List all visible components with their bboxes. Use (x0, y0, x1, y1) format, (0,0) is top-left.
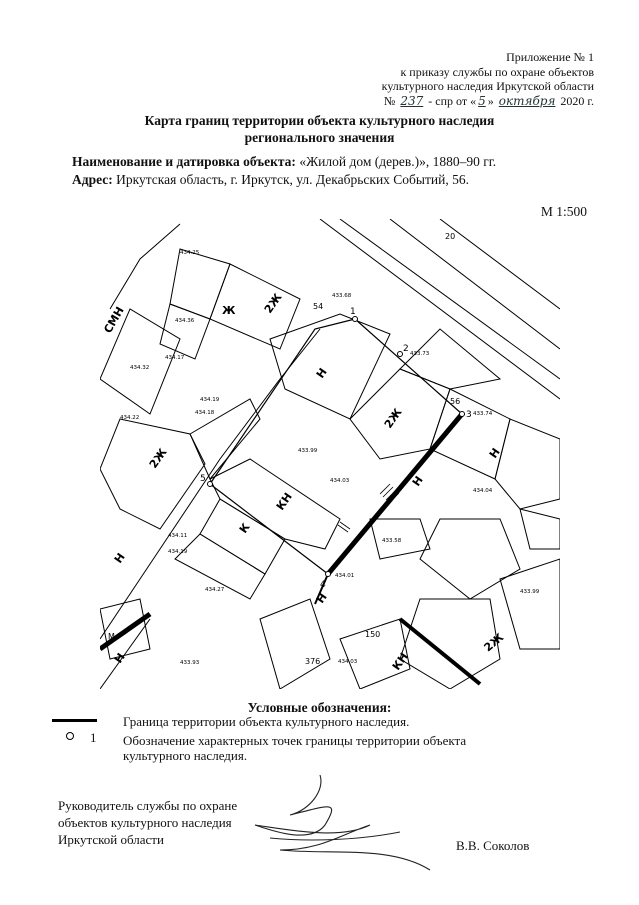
document-title: Карта границ территории объекта культурн… (0, 112, 639, 146)
legend-item-boundary: Граница территории объекта культурного н… (123, 714, 410, 729)
order-num-prefix: № (383, 93, 396, 108)
appendix-line1: Приложение № 1 (506, 50, 594, 64)
object-name-row: Наименование и датировка объекта: «Жилой… (72, 153, 592, 171)
object-address-row: Адрес: Иркутская область, г. Иркутск, ул… (72, 171, 592, 189)
appendix-header: Приложение № 1 к приказу службы по охран… (334, 50, 594, 108)
elev-10: 433.58 (382, 538, 402, 544)
signatory-name: В.В. Соколов (456, 838, 530, 853)
title-line1: Карта границ территории объекта культурн… (144, 113, 495, 128)
street-label-20: 20 (445, 232, 455, 241)
handwritten-signature (254, 774, 431, 871)
signatory-title: Руководитель службы по охране объектов к… (58, 798, 238, 847)
legend-title: Условные обозначения: (247, 700, 392, 715)
point-label-5: 5 (200, 474, 206, 484)
elev-21: 433.99 (520, 589, 540, 595)
order-month: октября (498, 93, 556, 108)
map-scale: М 1:500 (540, 204, 587, 219)
legend-item-points: Обозначение характерных точек границы те… (123, 733, 467, 763)
map-svg: 1 2 3 4 5 СМН Ж 2Ж Н 2Ж 2Ж КН К Н Н Н 2Ж… (100, 219, 560, 689)
elev-18: 434.04 (473, 488, 493, 494)
building-k: К (237, 521, 253, 536)
point-label-1: 1 (350, 307, 356, 317)
point-label-4: 4 (320, 580, 326, 590)
house-number-56: 56 (450, 397, 460, 406)
elev-19: 433.73 (410, 351, 430, 357)
legend-boundary-line-symbol (52, 719, 97, 722)
elev-13: 434.27 (205, 587, 225, 593)
building-kn-a: КН (274, 490, 295, 512)
object-name-label: Наименование и датировка объекта: (72, 154, 296, 169)
elev-5: 434.22 (120, 415, 139, 421)
point-label-2: 2 (403, 344, 409, 354)
elev-9: 434.03 (330, 478, 350, 484)
building-n-a: Н (314, 366, 330, 381)
building-zh: Ж (222, 304, 236, 317)
elev-7: 434.19 (200, 397, 220, 403)
appendix-line2: к приказу службы по охране объектов (400, 64, 594, 79)
elev-15: 434.01 (335, 573, 354, 579)
elev-12: 434.19 (168, 549, 188, 555)
legend-point-number: 1 (90, 730, 97, 745)
label-376: 376 (305, 657, 320, 666)
elev-8: 433.99 (298, 448, 318, 454)
object-info: Наименование и датировка объекта: «Жилой… (72, 153, 592, 189)
building-2zh-b: 2Ж (147, 446, 170, 471)
building-2zh-d: 2Ж (482, 630, 507, 654)
elev-11: 434.11 (168, 533, 187, 539)
elev-14: 433.93 (180, 660, 200, 666)
building-kn-b: КН (390, 650, 411, 672)
object-address-label: Адрес: (72, 172, 113, 187)
elev-20: 433.74 (473, 411, 493, 417)
boundary-map: 1 2 3 4 5 СМН Ж 2Ж Н 2Ж 2Ж КН К Н Н Н 2Ж… (100, 219, 560, 689)
title-line2: регионального значения (244, 130, 395, 145)
elev-1: 434.25 (180, 250, 200, 256)
territory-boundary (314, 412, 464, 605)
building-smn: СМН (101, 305, 126, 336)
order-year: 2020 г. (560, 93, 594, 108)
appendix-line3: культурного наследия Иркутской области (381, 79, 594, 93)
appendix-order-line: № 237 - спр от «5» октября 2020 г. (334, 94, 594, 109)
order-day: 5 (478, 93, 486, 108)
elev-16: 434.03 (338, 659, 358, 665)
legend-point-circle-symbol (66, 732, 74, 740)
building-2zh-a: 2Ж (262, 291, 285, 316)
boundary-points (207, 316, 465, 577)
object-name-value: «Жилой дом (дерев.)», 1880–90 гг. (299, 154, 497, 169)
elev-17: 433.68 (332, 293, 352, 299)
point-label-3: 3 (466, 410, 472, 420)
order-date-mid: - спр от « (428, 93, 477, 108)
object-address-value: Иркутская область, г. Иркутск, ул. Декаб… (116, 172, 469, 187)
order-date-mid2: » (487, 93, 494, 108)
elev-4: 434.17 (165, 355, 185, 361)
house-number-54: 54 (313, 302, 323, 311)
elev-6: 434.18 (195, 410, 215, 416)
order-number: 237 (400, 93, 424, 108)
street-label-150: 150 (365, 630, 380, 639)
label-m: М (108, 632, 115, 641)
elev-3: 434.32 (130, 365, 149, 371)
elev-2: 434.36 (175, 318, 195, 324)
building-2zh-c: 2Ж (382, 406, 405, 431)
building-n-d: Н (112, 551, 128, 566)
